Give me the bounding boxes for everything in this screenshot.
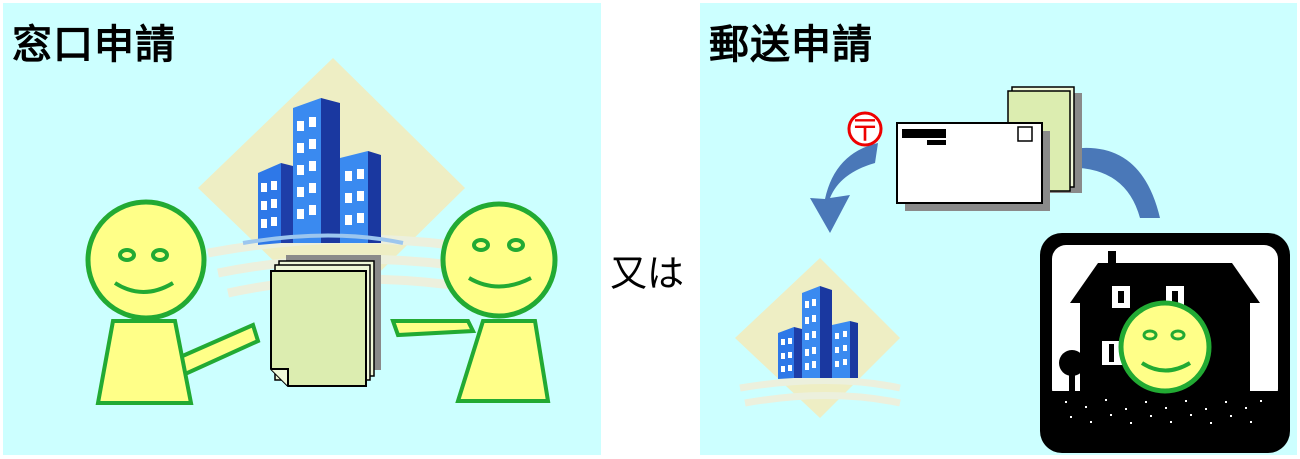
resident-person-icon — [1118, 300, 1212, 394]
send-arrow-icon — [810, 143, 1160, 233]
envelope-icon — [896, 122, 1050, 211]
counter-application-illustration — [85, 58, 558, 405]
applicant-person-icon — [85, 199, 261, 405]
clerk-person-icon — [390, 201, 558, 403]
office-building-icon — [735, 258, 901, 418]
office-building-icon — [198, 58, 474, 318]
or-connector-text: 又は — [610, 252, 684, 295]
counter-application-title: 窓口申請 — [12, 22, 176, 68]
counter-application-panel: 窓口申請 — [3, 3, 601, 455]
documents-icon — [270, 255, 381, 387]
postal-application-title: 郵送申請 — [709, 22, 873, 68]
postal-mark-icon: 〒 — [847, 111, 883, 149]
svg-text:〒: 〒 — [850, 114, 880, 149]
postal-application-illustration: 〒 — [735, 86, 1290, 453]
postal-application-panel: 郵送申請 〒 — [700, 3, 1297, 455]
